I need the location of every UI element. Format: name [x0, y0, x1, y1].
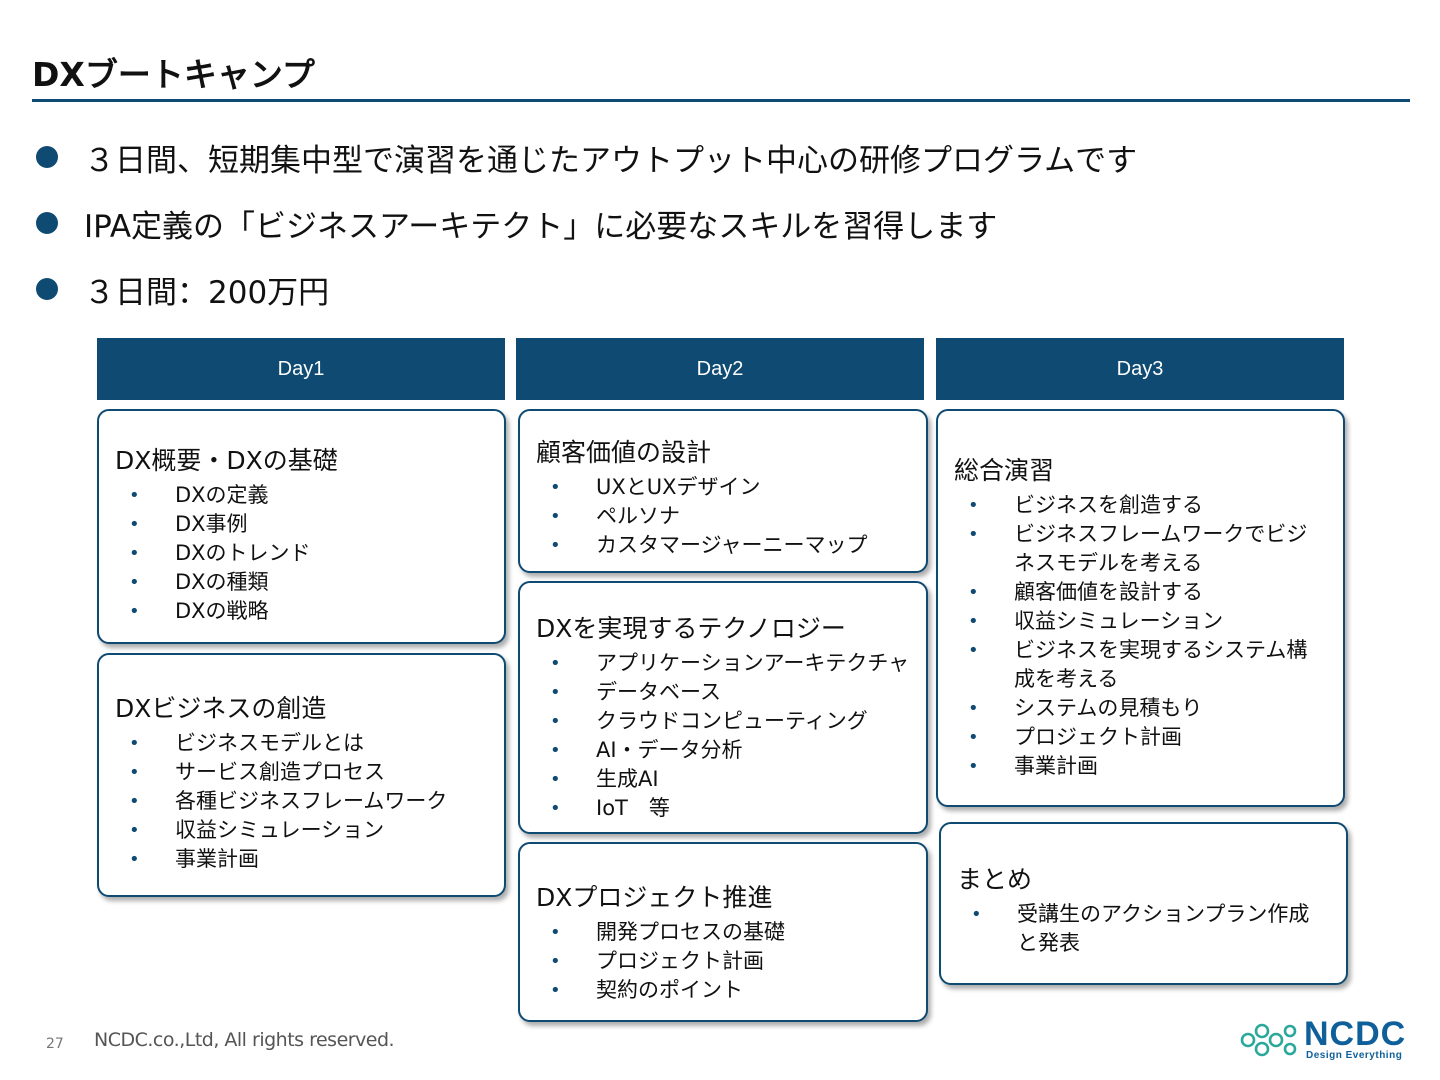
- card-item-list: ビジネスを創造する ビジネスフレームワークでビジネスモデルを考える 顧客価値を設…: [954, 491, 1327, 781]
- card-item-list: 開発プロセスの基礎 プロジェクト計画 契約のポイント: [536, 918, 910, 1005]
- card-title: DX概要・DXの基礎: [115, 446, 338, 475]
- ncdc-logo: NCDC Design Everything: [1238, 1016, 1414, 1066]
- intro-bullet-text: IPA定義の「ビジネスアーキテクト」に必要なスキルを習得します: [84, 208, 998, 245]
- card-title: まとめ: [957, 865, 1033, 894]
- card-item: 各種ビジネスフレームワーク: [115, 787, 488, 816]
- card-item: DXの定義: [115, 481, 488, 510]
- card-item: サービス創造プロセス: [115, 758, 488, 787]
- card-item: ビジネスフレームワークでビジネスモデルを考える: [954, 520, 1327, 578]
- card-title: DXビジネスの創造: [115, 694, 327, 723]
- day2-header: Day2: [516, 338, 924, 400]
- slide-title: DXブートキャンプ: [32, 55, 315, 94]
- card-item: AI・データ分析: [536, 736, 910, 765]
- card-item: DXの戦略: [115, 597, 488, 626]
- card-item-list: UXとUXデザイン ペルソナ カスタマージャーニーマップ: [536, 473, 910, 560]
- card-title: DXプロジェクト推進: [536, 883, 773, 912]
- card-title: 顧客価値の設計: [536, 438, 712, 467]
- day2-card-customer-value: 顧客価値の設計 UXとUXデザイン ペルソナ カスタマージャーニーマップ: [518, 409, 928, 573]
- card-item: 顧客価値を設計する: [954, 578, 1327, 607]
- intro-bullet-text: ３日間：200万円: [84, 274, 330, 311]
- card-item: プロジェクト計画: [954, 723, 1327, 752]
- card-item: DXのトレンド: [115, 539, 488, 568]
- card-item: ビジネスを創造する: [954, 491, 1327, 520]
- intro-bullet-list: ３日間、短期集中型で演習を通じたアウトプット中心の研修プログラムです IPA定義…: [36, 124, 1137, 322]
- copyright-text: NCDC.co.,Ltd, All rights reserved.: [94, 1029, 395, 1051]
- card-item-list: アプリケーションアーキテクチャ データベース クラウドコンピューティング AI・…: [536, 649, 910, 823]
- card-item: カスタマージャーニーマップ: [536, 531, 910, 560]
- card-item-list: DXの定義 DX事例 DXのトレンド DXの種類 DXの戦略: [115, 481, 488, 626]
- logo-wordmark: NCDC: [1304, 1015, 1407, 1053]
- card-item: 生成AI: [536, 765, 910, 794]
- card-item: 契約のポイント: [536, 976, 910, 1005]
- card-item: 事業計画: [954, 752, 1327, 781]
- intro-bullet: ３日間、短期集中型で演習を通じたアウトプット中心の研修プログラムです: [36, 124, 1137, 190]
- card-item: 受講生のアクションプラン作成と発表: [957, 900, 1330, 958]
- card-item: IoT 等: [536, 794, 910, 823]
- card-item: DX事例: [115, 510, 488, 539]
- card-item: 開発プロセスの基礎: [536, 918, 910, 947]
- card-item: 収益シミュレーション: [115, 816, 488, 845]
- card-item: ペルソナ: [536, 502, 910, 531]
- day1-card-business-creation: DXビジネスの創造 ビジネスモデルとは サービス創造プロセス 各種ビジネスフレー…: [97, 653, 506, 897]
- intro-bullet: ３日間：200万円: [36, 256, 1137, 322]
- intro-bullet: IPA定義の「ビジネスアーキテクト」に必要なスキルを習得します: [36, 190, 1137, 256]
- bullet-dot-icon: [36, 212, 58, 234]
- card-item: プロジェクト計画: [536, 947, 910, 976]
- day2-card-technology: DXを実現するテクノロジー アプリケーションアーキテクチャ データベース クラウ…: [518, 581, 928, 834]
- ncdc-molecule-icon: [1240, 1023, 1297, 1057]
- card-item-list: ビジネスモデルとは サービス創造プロセス 各種ビジネスフレームワーク 収益シミュ…: [115, 729, 488, 874]
- card-item: クラウドコンピューティング: [536, 707, 910, 736]
- bullet-dot-icon: [36, 278, 58, 300]
- card-title: DXを実現するテクノロジー: [536, 614, 846, 643]
- card-item: データベース: [536, 678, 910, 707]
- card-item: アプリケーションアーキテクチャ: [536, 649, 910, 678]
- card-item: UXとUXデザイン: [536, 473, 910, 502]
- card-item: システムの見積もり: [954, 694, 1327, 723]
- day2-card-project-promotion: DXプロジェクト推進 開発プロセスの基礎 プロジェクト計画 契約のポイント: [518, 842, 928, 1022]
- bullet-dot-icon: [36, 146, 58, 168]
- day1-card-dx-basics: DX概要・DXの基礎 DXの定義 DX事例 DXのトレンド DXの種類 DXの戦…: [97, 409, 506, 644]
- logo-tagline: Design Everything: [1306, 1050, 1403, 1061]
- card-title: 総合演習: [954, 456, 1055, 485]
- day3-card-summary: まとめ 受講生のアクションプラン作成と発表: [939, 822, 1348, 985]
- card-item: DXの種類: [115, 568, 488, 597]
- card-item: ビジネスモデルとは: [115, 729, 488, 758]
- title-divider: [32, 99, 1410, 102]
- intro-bullet-text: ３日間、短期集中型で演習を通じたアウトプット中心の研修プログラムです: [84, 142, 1138, 179]
- card-item-list: 受講生のアクションプラン作成と発表: [957, 900, 1330, 958]
- page-number: 27: [46, 1036, 64, 1052]
- day3-card-comprehensive-exercise: 総合演習 ビジネスを創造する ビジネスフレームワークでビジネスモデルを考える 顧…: [936, 409, 1345, 807]
- card-item: 収益シミュレーション: [954, 607, 1327, 636]
- card-item: ビジネスを実現するシステム構成を考える: [954, 636, 1327, 694]
- day1-header: Day1: [97, 338, 505, 400]
- card-item: 事業計画: [115, 845, 488, 874]
- day3-header: Day3: [936, 338, 1344, 400]
